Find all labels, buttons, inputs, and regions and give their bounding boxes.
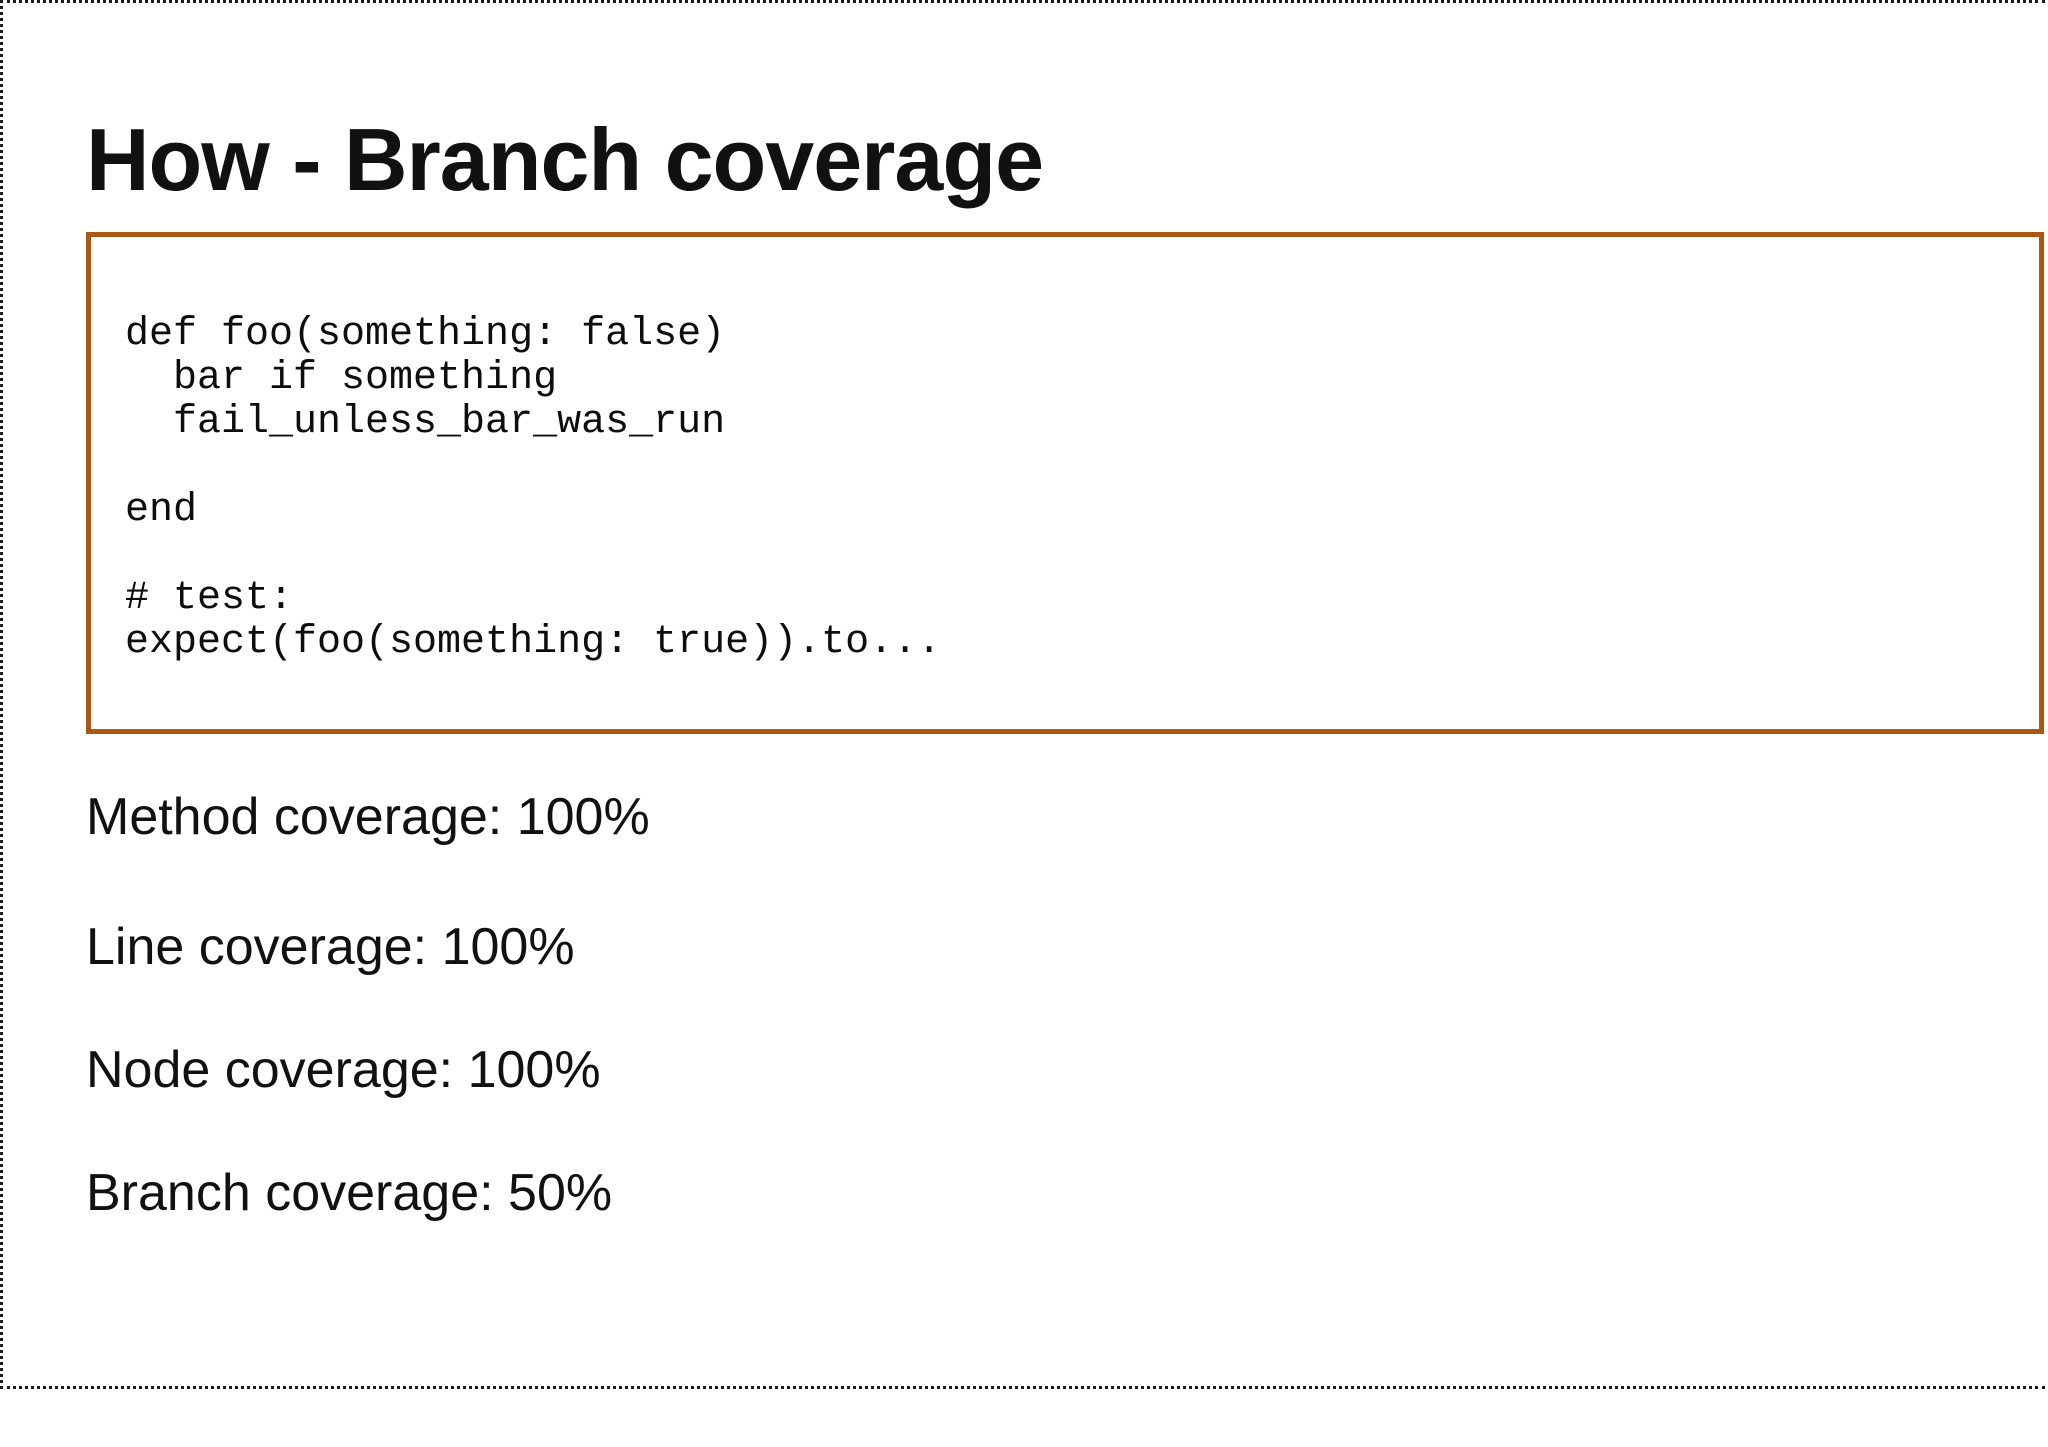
code-box: def foo(something: false) bar if somethi… <box>86 232 2044 734</box>
coverage-line-method: Method coverage: 100% <box>86 788 650 846</box>
page-title: How - Branch coverage <box>86 109 1044 209</box>
slide: How - Branch coverage def foo(something:… <box>0 0 2045 1389</box>
coverage-line-node: Node coverage: 100% <box>86 1041 601 1099</box>
code-text: def foo(something: false) bar if somethi… <box>125 312 942 665</box>
coverage-line-branch: Branch coverage: 50% <box>86 1164 613 1222</box>
coverage-line-line: Line coverage: 100% <box>86 918 575 976</box>
